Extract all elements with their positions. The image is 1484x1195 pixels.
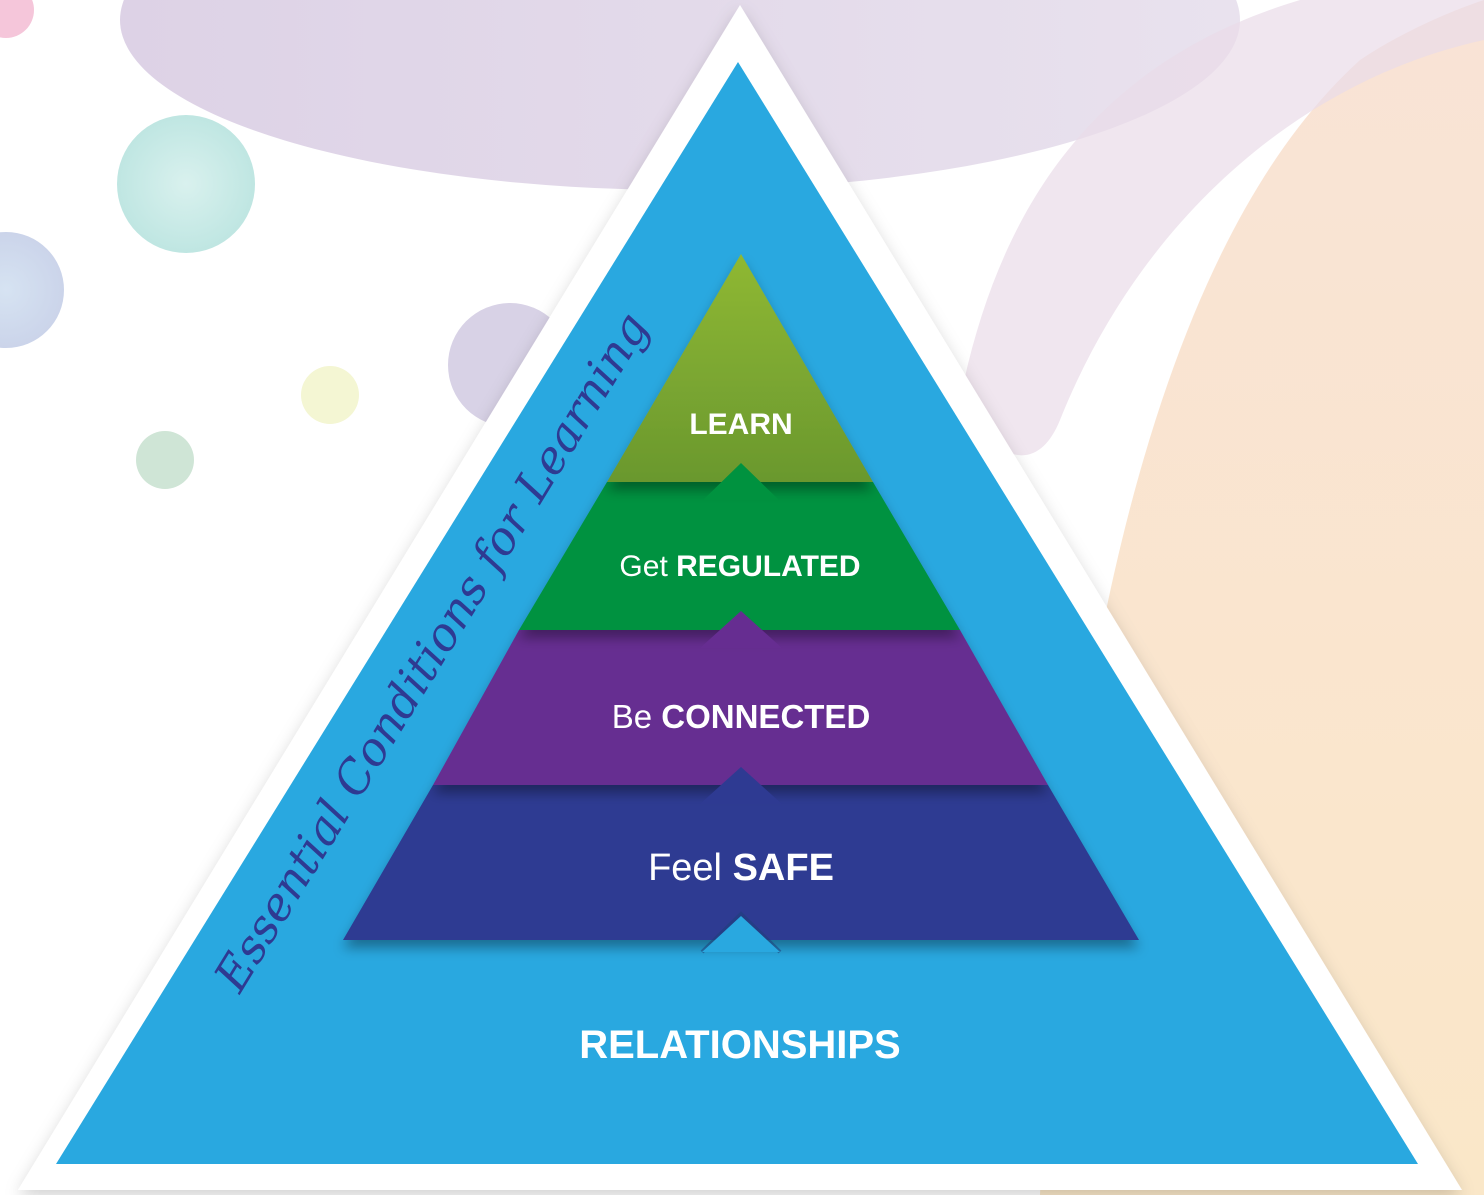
- level-label-safe: Feel SAFE: [648, 847, 834, 889]
- level-safe-emphasis: SAFE: [733, 847, 834, 889]
- level-regulated-prefix: Get: [619, 550, 676, 583]
- lavender-blob: [120, 0, 1240, 190]
- level-connected-prefix: Be: [612, 698, 662, 735]
- bubble-blue: [0, 232, 64, 348]
- bubble-teal: [117, 115, 255, 253]
- level-connected-band: [433, 630, 1048, 785]
- level-learn-band: [607, 254, 873, 482]
- level-learn-emphasis: LEARN: [689, 408, 792, 441]
- level-regulated-band: [519, 482, 960, 630]
- level-safe-prefix: Feel: [648, 847, 732, 889]
- level-connected-emphasis: CONNECTED: [661, 698, 870, 735]
- arrow-markers: [700, 463, 782, 954]
- pyramid-levels: [343, 254, 1139, 940]
- bubble-green: [136, 431, 194, 489]
- arrow-up-icon: [700, 611, 782, 648]
- level-label-regulated: Get REGULATED: [619, 550, 860, 583]
- pink-wave: [960, 0, 1484, 456]
- level-regulated-emphasis: REGULATED: [676, 550, 860, 583]
- arrow-up-icon: [702, 916, 780, 952]
- arrow-up-icon: [700, 767, 782, 804]
- level-safe-band: [343, 785, 1139, 940]
- level-label-learn: LEARN: [689, 408, 792, 441]
- level-labels: LEARN Get REGULATED Be CONNECTED Feel SA…: [579, 408, 901, 1067]
- bubble-pink: [0, 0, 34, 38]
- bubble-yellow: [301, 366, 359, 424]
- arrow-up-icon: [703, 463, 779, 500]
- base-label-relationships: RELATIONSHIPS: [579, 1023, 901, 1067]
- level-label-connected: Be CONNECTED: [612, 698, 871, 735]
- arrow-up-icon: [700, 911, 782, 954]
